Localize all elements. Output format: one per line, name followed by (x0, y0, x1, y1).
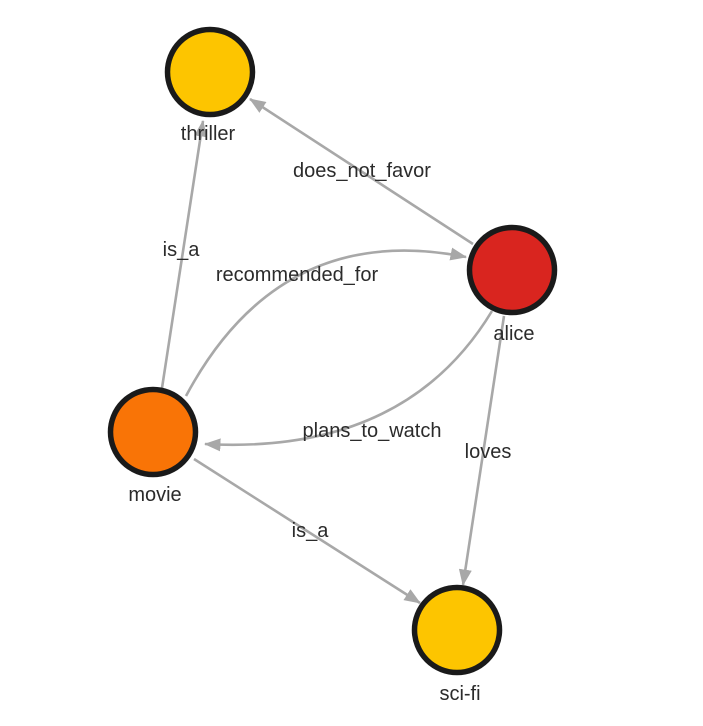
node-sci-fi[interactable] (411, 584, 503, 676)
node-label-movie: movie (128, 484, 181, 506)
node-movie[interactable] (107, 386, 199, 478)
edge-label-alice-plans-to-watch-movie: plans_to_watch (303, 420, 442, 442)
node-layer: thriller alice movie sci-fi (107, 26, 558, 705)
node-label-thriller: thriller (181, 123, 236, 145)
edge-label-alice-does-not-favor-thriller: does_not_favor (293, 160, 431, 182)
edge-label-alice-loves-sci-fi: loves (465, 441, 512, 463)
edge-alice-does-not-favor-thriller (249, 97, 474, 246)
edge-layer: is_a does_not_favor recommended_for plans_t… (160, 97, 512, 605)
edge-label-movie-is-a-thriller: is_a (163, 239, 201, 261)
edge-movie-is-a-sci-fi (193, 457, 421, 605)
edge-label-movie-recommended-for-alice: recommended_for (216, 264, 379, 286)
edge-label-movie-is-a-sci-fi: is_a (292, 520, 330, 542)
node-thriller[interactable] (164, 26, 256, 118)
node-label-sci-fi: sci-fi (439, 683, 480, 705)
edge-movie-is-a-thriller (160, 120, 208, 389)
edge-alice-plans-to-watch-movie (204, 310, 494, 452)
edge-movie-recommended-for-alice (184, 247, 467, 397)
node-label-alice: alice (493, 323, 534, 345)
edge-alice-loves-sci-fi (458, 315, 506, 586)
node-alice[interactable] (466, 224, 558, 316)
